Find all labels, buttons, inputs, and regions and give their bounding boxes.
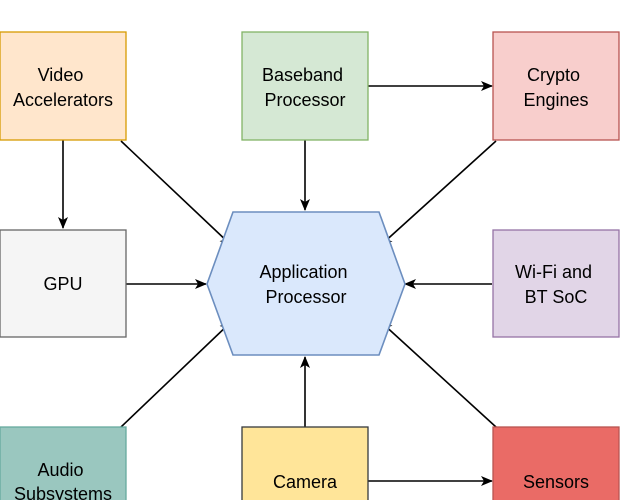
node-audio-subsystems-label-line-1: Audio bbox=[37, 460, 83, 480]
svg-text:Crypto Engines: Crypto Engines bbox=[523, 65, 588, 110]
node-audio-subsystems: Audio Subsystems bbox=[0, 426, 127, 500]
svg-text:Application Processor: Application Processor bbox=[259, 262, 352, 307]
node-baseband-processor-box bbox=[241, 31, 369, 141]
node-application-processor: Application Processor bbox=[206, 211, 406, 356]
node-gpu-label-line-1: GPU bbox=[43, 274, 82, 294]
node-sensors-label-line-1: Sensors bbox=[523, 472, 589, 492]
svg-text:GPU: GPU bbox=[43, 274, 82, 294]
svg-text:Baseband Processor: Baseband Processor bbox=[262, 65, 348, 110]
node-application-processor-label-line-2: Processor bbox=[265, 287, 346, 307]
edges bbox=[58, 81, 497, 486]
node-crypto-engines-box bbox=[492, 31, 620, 141]
node-audio-subsystems-box bbox=[0, 426, 127, 500]
node-baseband-processor: Baseband Processor bbox=[241, 31, 369, 141]
node-sensors: Sensors bbox=[492, 426, 620, 500]
svg-text:Camera: Camera bbox=[273, 472, 338, 492]
node-crypto-engines-label-line-1: Crypto bbox=[527, 65, 580, 85]
node-sensors-box bbox=[492, 426, 620, 500]
node-camera: Camera bbox=[241, 426, 369, 500]
edge-crypto-to-application bbox=[380, 140, 497, 246]
node-crypto-engines: Crypto Engines bbox=[492, 31, 620, 141]
node-application-processor-label-line-1: Application bbox=[259, 262, 347, 282]
node-video-accelerators-label-line-1: Video bbox=[38, 65, 84, 85]
node-application-processor-hexagon bbox=[206, 211, 406, 356]
edge-video-to-application bbox=[120, 140, 232, 246]
node-gpu-box bbox=[0, 229, 127, 338]
node-wifi-bt-soc: Wi-Fi and BT SoC bbox=[492, 229, 620, 338]
node-camera-label-line-1: Camera bbox=[273, 472, 338, 492]
node-camera-box bbox=[241, 426, 369, 500]
edge-audio-to-application bbox=[120, 321, 232, 428]
node-wifi-bt-soc-label-line-2: BT SoC bbox=[525, 287, 588, 307]
svg-text:Sensors: Sensors bbox=[523, 472, 589, 492]
svg-text:Audio Subsystems: Audio Subsystems bbox=[14, 460, 112, 500]
node-audio-subsystems-label-line-2: Subsystems bbox=[14, 484, 112, 500]
node-baseband-processor-label-line-1: Baseband bbox=[262, 65, 343, 85]
svg-text:Wi-Fi and BT SoC: Wi-Fi and BT SoC bbox=[515, 262, 597, 307]
svg-text:Video Accelerators: Video Accelerators bbox=[13, 65, 113, 110]
edge-sensors-to-application bbox=[380, 321, 497, 428]
node-baseband-processor-label-line-2: Processor bbox=[264, 90, 345, 110]
node-wifi-bt-soc-box bbox=[492, 229, 620, 338]
node-crypto-engines-label-line-2: Engines bbox=[523, 90, 588, 110]
node-video-accelerators-label-line-2: Accelerators bbox=[13, 90, 113, 110]
node-wifi-bt-soc-label-line-1: Wi-Fi and bbox=[515, 262, 592, 282]
node-video-accelerators: Video Accelerators bbox=[0, 31, 127, 141]
node-gpu: GPU bbox=[0, 229, 127, 338]
node-video-accelerators-box bbox=[0, 31, 127, 141]
